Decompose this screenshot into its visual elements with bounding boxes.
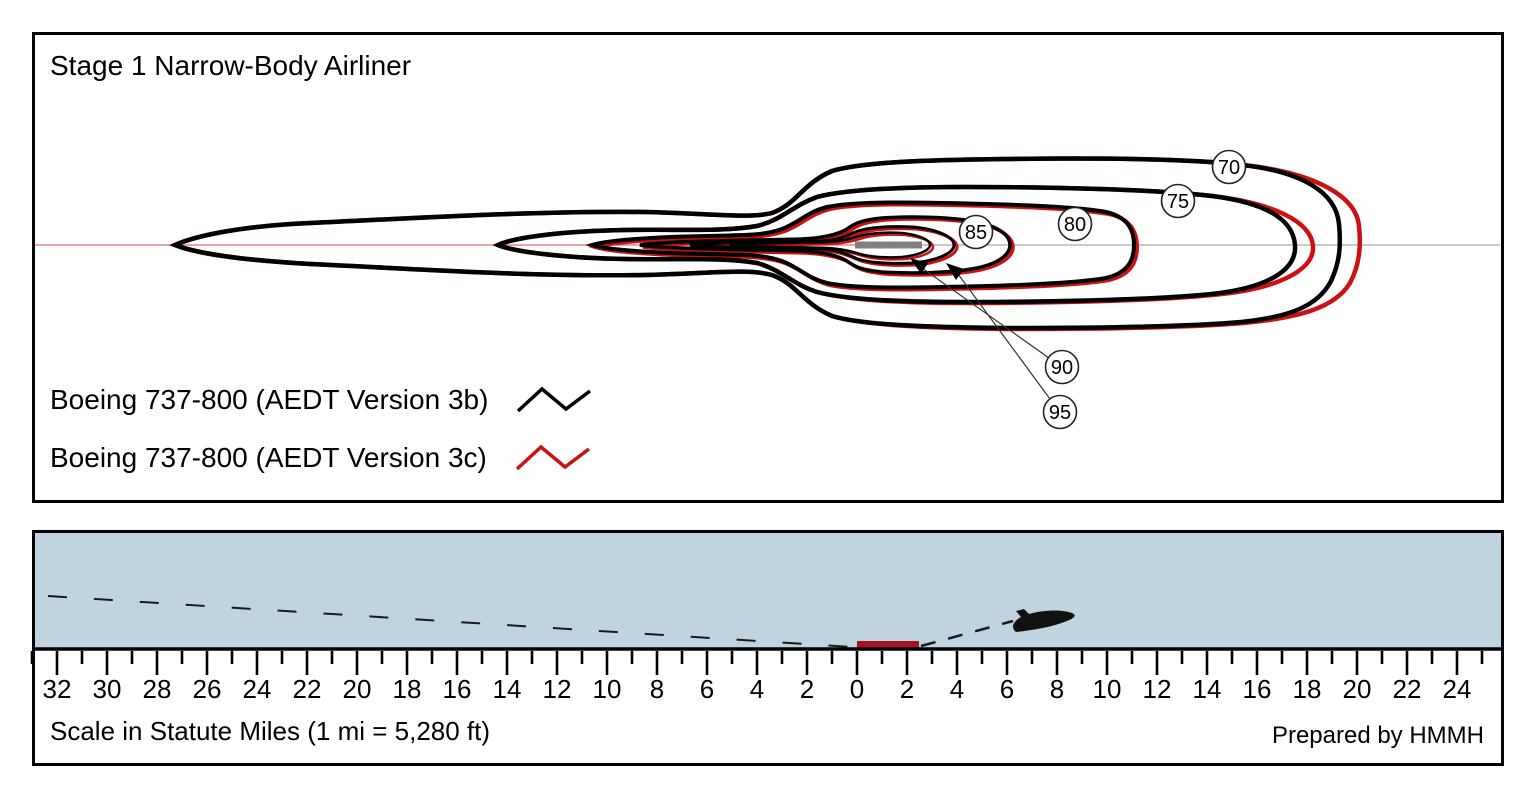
legend-line-sample-3c-icon xyxy=(515,444,590,471)
chart-title: Stage 1 Narrow-Body Airliner xyxy=(50,50,412,81)
legend-label-3b: Boeing 737-800 (AEDT Version 3b) xyxy=(50,384,489,415)
credit-text: Prepared by HMMH xyxy=(1271,722,1484,749)
legend-item-3b: Boeing 737-800 (AEDT Version 3b) xyxy=(50,383,594,417)
scale-caption: Scale in Statute Miles (1 mi = 5,280 ft) xyxy=(50,716,491,746)
sky-profile-background xyxy=(35,533,1501,649)
zigzag-line-black-icon xyxy=(517,386,592,413)
contour-plot-panel xyxy=(32,32,1504,503)
legend-line-sample-3b-icon xyxy=(517,386,592,413)
zigzag-line-red-icon xyxy=(515,444,590,471)
legend-label-3c: Boeing 737-800 (AEDT Version 3c) xyxy=(50,442,487,473)
legend-item-3c: Boeing 737-800 (AEDT Version 3c) xyxy=(50,441,593,475)
